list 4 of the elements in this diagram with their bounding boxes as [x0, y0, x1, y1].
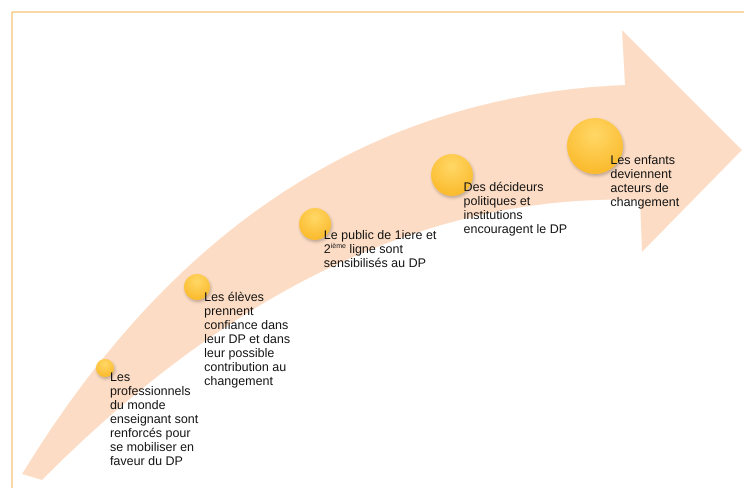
step-text: Les élèves prennent confiance dans leur DP et dans leur possible contribution au changement [204, 290, 292, 388]
step-text: Les enfants deviennent acteurs de changement [610, 153, 680, 209]
step-text: Le public de 1iere et 2$^{ième}$ ligne sont sensibilisés au DP [324, 228, 438, 270]
step-text: Les professionnels du monde enseignant sont renforcés pour se mobiliser en faveur du DP [110, 370, 200, 468]
